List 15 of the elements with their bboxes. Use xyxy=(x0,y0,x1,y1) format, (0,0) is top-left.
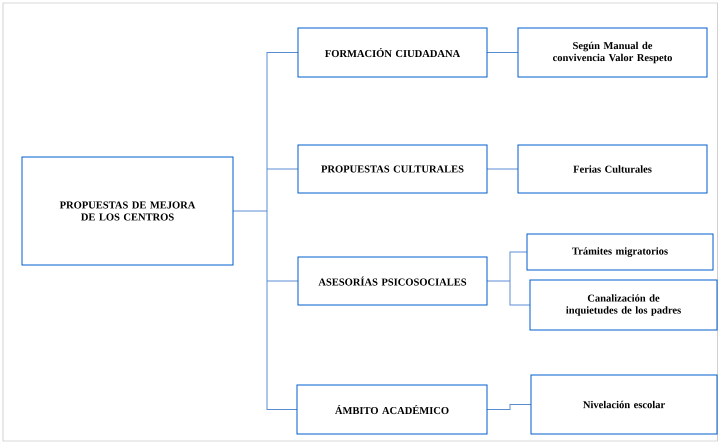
text-box: ASESORÍAS PSICOSOCIALES xyxy=(298,256,488,306)
connector-line xyxy=(487,52,518,53)
text-box: PROPUESTAS CULTURALES xyxy=(298,144,488,194)
connector-line xyxy=(487,404,531,410)
text-box: PROPUESTAS DE MEJORA DE LOS CENTROS xyxy=(22,156,234,266)
text-box: Trámites migratorios xyxy=(526,234,714,270)
text-box: ÁMBITO ACADÉMICO xyxy=(296,384,488,434)
connector-line xyxy=(233,210,297,410)
connector-line xyxy=(487,168,518,170)
text-box: Canalización de inquietudes de los padres xyxy=(530,280,718,330)
text-box: Según Manual de convivencia Valor Respeto xyxy=(518,28,708,78)
text-box: FORMACIÓN CIUDADANA xyxy=(298,28,488,78)
text-box: Ferias Culturales xyxy=(518,144,708,194)
connector-line xyxy=(487,280,530,306)
text-box: Nivelación escolar xyxy=(530,374,718,434)
